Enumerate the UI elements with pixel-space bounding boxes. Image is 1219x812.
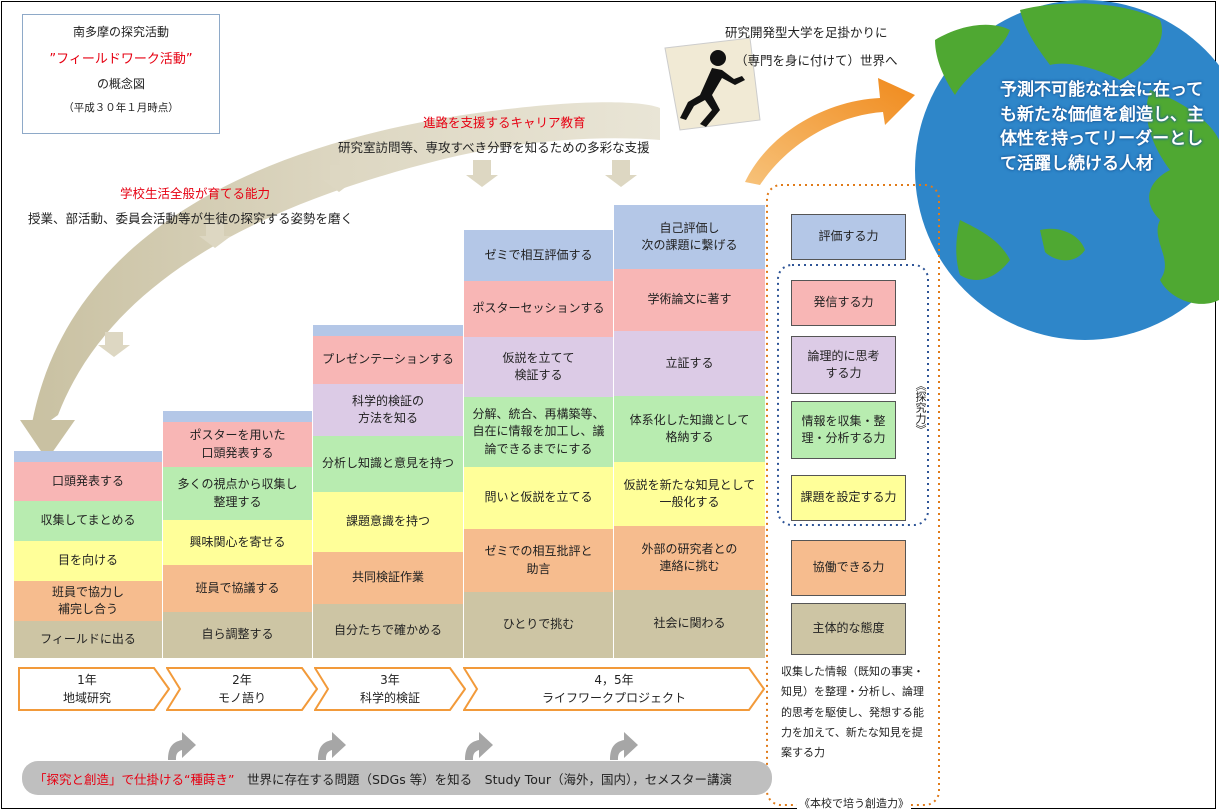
- col2-cell: 班員で協議する: [163, 565, 312, 612]
- col3-cell: 分析し知識と意見を持つ: [313, 436, 463, 492]
- col5-cell: 社会に関わる: [614, 590, 765, 658]
- phase-year: 2年: [232, 673, 252, 687]
- col3-cell: 自分たちで確かめる: [313, 604, 463, 658]
- col4-cell: 仮説を立てて 検証する: [464, 337, 613, 397]
- ability-communicate: 発信する力: [791, 280, 896, 326]
- title-box: 南多摩の探究活動 ”フィールドワーク活動” の概念図 （平成３０年１月時点）: [22, 14, 220, 134]
- col4-cell: ひとりで挑む: [464, 592, 613, 658]
- globe-icon: [915, 0, 1219, 340]
- phase-year3: 3年 科学的検証: [314, 667, 466, 711]
- phase-year: 1年: [77, 673, 97, 687]
- phase-name: ライフワークプロジェクト: [541, 691, 686, 705]
- title-line4: （平成３０年１月時点）: [63, 102, 179, 114]
- title-line3: の概念図: [96, 77, 145, 91]
- ability-description: 収集した情報（既知の事実・知見）を整理・分析し、論理的思考を駆使し、発想する能力…: [781, 665, 924, 760]
- col4-cell: ゼミで相互評価する: [464, 230, 613, 281]
- col5-cell: 学術論文に著す: [614, 269, 765, 331]
- goal-text-2: （専門を身に付けて）世界へ: [735, 53, 898, 68]
- col2-cell: 多くの視点から収集し 整理する: [163, 467, 312, 520]
- phase-name: モノ語り: [217, 691, 266, 705]
- globe-caption: 予測不可能な社会に在っても新たな価値を創造し、主体性を持ってリーダーとして活躍し…: [1000, 80, 1204, 174]
- col1-cell: 口頭発表する: [14, 462, 162, 501]
- tankyu-label: 《探究力》: [914, 380, 927, 435]
- col3-cell: 課題意識を持つ: [313, 492, 463, 552]
- ability-autonomy: 主体的な態度: [791, 603, 906, 655]
- col5-cell: 立証する: [614, 331, 765, 396]
- col4-cell: 分解、統合、再構築等、 自在に情報を加工し、議 論できるまでにする: [464, 397, 613, 467]
- col5-cell: 外部の研究者との 連絡に挑む: [614, 526, 765, 590]
- col2-cell: 興味関心を寄せる: [163, 520, 312, 565]
- ability-logical-thinking: 論理的に思考 する力: [791, 336, 896, 394]
- col2-cell: 自ら調整する: [163, 612, 312, 658]
- career-text: 研究室訪問等、専攻すべき分野を知るための多彩な支援: [338, 140, 650, 155]
- creativity-label: 《本校で培う創造力》: [797, 795, 911, 811]
- col5-cell: 仮説を新たな知見として 一般化する: [614, 462, 765, 526]
- phase-year2: 2年 モノ語り: [166, 667, 318, 711]
- col2-top-band: [163, 411, 312, 422]
- phase-year: 3年: [380, 673, 400, 687]
- col1-cell: 目を向ける: [14, 541, 162, 581]
- col1-cell: 収集してまとめる: [14, 501, 162, 541]
- col1-top-band: [14, 451, 162, 462]
- col4-cell: 問いと仮説を立てる: [464, 467, 613, 529]
- col5-cell: 体系化した知識として 格納する: [614, 396, 765, 462]
- col3-top-band: [313, 325, 463, 336]
- seeding-text: 世界に存在する問題（SDGs 等）を知る Study Tour（海外，国内），セ…: [234, 771, 732, 787]
- seeding-heading: 「探究と創造」で仕掛ける“種蒔き”: [34, 771, 235, 787]
- col3-cell: プレゼンテーションする: [313, 336, 463, 384]
- col3-cell: 科学的検証の 方法を知る: [313, 384, 463, 436]
- col1-cell: フィールドに出る: [14, 621, 162, 658]
- col2-cell: ポスターを用いた 口頭発表する: [163, 422, 312, 467]
- phase-name: 地域研究: [62, 691, 111, 705]
- running-person-icon: [664, 37, 761, 131]
- col3-cell: 共同検証作業: [313, 552, 463, 604]
- phase-year1: 1年 地域研究: [18, 667, 170, 711]
- career-heading: 進路を支援するキャリア教育: [423, 115, 586, 130]
- ability-information: 情報を収集・整 理・分析する力: [791, 401, 896, 459]
- col4-cell: ゼミでの相互批評と 助言: [464, 529, 613, 592]
- col1-cell: 班員で協力し 補完し合う: [14, 581, 162, 621]
- title-line1: 南多摩の探究活動: [72, 25, 169, 39]
- col4-cell: ポスターセッションする: [464, 281, 613, 337]
- phase-year: 4，5年: [594, 673, 634, 687]
- school-heading: 学校生活全般が育てる能力: [120, 186, 271, 201]
- col5-cell: 自己評価し 次の課題に繋げる: [614, 205, 765, 269]
- orange-arrow-icon: [745, 78, 915, 185]
- ability-set-issue: 課題を設定する力: [791, 475, 906, 521]
- school-text: 授業、部活動、委員会活動等が生徒の探究する姿勢を磨く: [28, 211, 354, 226]
- phase-year45: 4，5年 ライフワークプロジェクト: [463, 667, 765, 711]
- bottom-seeding-bar: 「探究と創造」で仕掛ける“種蒔き” 世界に存在する問題（SDGs 等）を知る S…: [22, 761, 772, 795]
- ability-evaluate: 評価する力: [791, 214, 906, 260]
- ability-collaborate: 協働できる力: [791, 540, 906, 596]
- goal-text-1: 研究開発型大学を足掛かりに: [725, 25, 888, 40]
- title-line2: ”フィールドワーク活動”: [49, 52, 193, 67]
- phase-name: 科学的検証: [359, 691, 420, 705]
